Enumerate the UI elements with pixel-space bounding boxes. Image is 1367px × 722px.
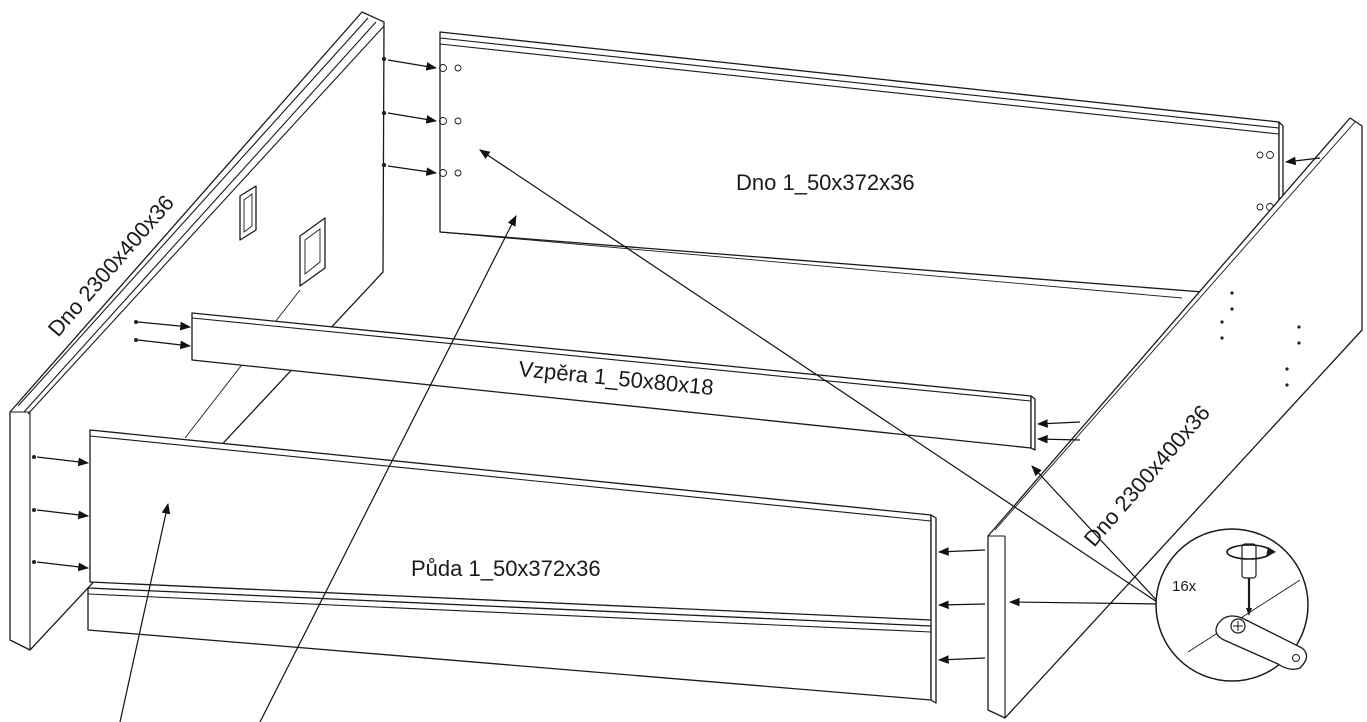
- strut-panel: [191, 312, 1036, 451]
- front-panel-label: Půda 1_50x372x36: [411, 556, 601, 581]
- dowel-arrows: [36, 59, 1321, 664]
- front-panel: [87, 429, 937, 704]
- hinge-plate-icon: [299, 217, 326, 287]
- screwdriver-icon: [1241, 543, 1257, 616]
- hinge-plate-icon: [239, 185, 257, 241]
- screw-detail-callout: 16x: [1155, 528, 1309, 682]
- back-panel-label: Dno 1_50x372x36: [736, 170, 915, 195]
- back-panel: [439, 31, 1284, 303]
- hinge-plate-icon: [1215, 615, 1308, 670]
- right-side-panel: [987, 117, 1363, 719]
- rotation-arrow-icon: [1226, 544, 1276, 560]
- screw-count-label: 16x: [1172, 578, 1197, 595]
- pointer-arrows: [119, 149, 1161, 722]
